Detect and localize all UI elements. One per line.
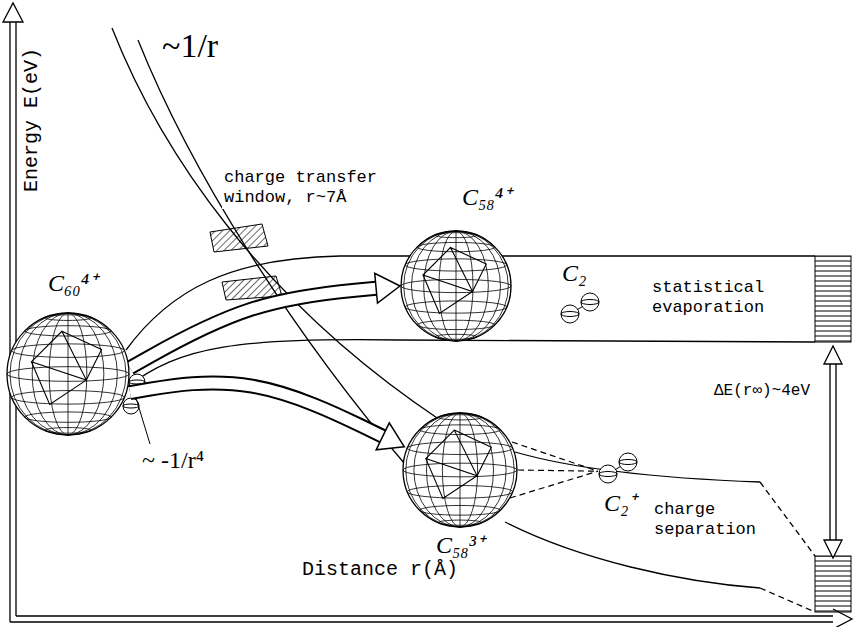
species-label: C₂⁺ [602,490,638,516]
charge-transfer-window [210,224,282,300]
species-label: C₅₈³⁺ [434,532,486,558]
reaction-arrow [130,383,404,450]
text-label: Distance r(Å) [300,558,460,582]
fullerene-sphere: C₆₀⁴⁺ [6,312,130,436]
text-label: statistical evaporation [650,278,784,319]
text-label: ~ -1/r⁴ [140,446,206,475]
text-label: charge transfer window, r~7Å [222,168,396,209]
text-label: charge separation [652,500,768,541]
axes [3,3,852,627]
sphere-outline [402,412,518,528]
energy-levels [815,256,851,612]
sphere-outline [6,312,130,436]
fullerene-sphere: C₅₈³⁺ [402,412,518,528]
reaction-arrow [130,273,400,368]
text-label: ~1/r [160,26,220,67]
dimer-outline [598,452,638,484]
species-label: C₂ [560,260,588,286]
species-label: C₆₀⁴⁺ [46,270,99,296]
text-label: Energy E(eV) [20,46,44,194]
coulomb-band [112,28,815,612]
species-label: C₅₈⁴⁺ [460,184,513,210]
fullerene-sphere: C₅₈⁴⁺ [400,230,512,342]
dimer-molecule: C₂⁺ [598,452,638,484]
text-label: ΔE(r∞)~4eV [712,382,812,401]
dimer-molecule: C₂ [560,292,600,324]
delta-e-arrow [824,346,842,558]
interaction-line [510,442,598,498]
dimer-outline [560,292,600,324]
sphere-outline [400,230,512,342]
leader-line [136,398,150,444]
